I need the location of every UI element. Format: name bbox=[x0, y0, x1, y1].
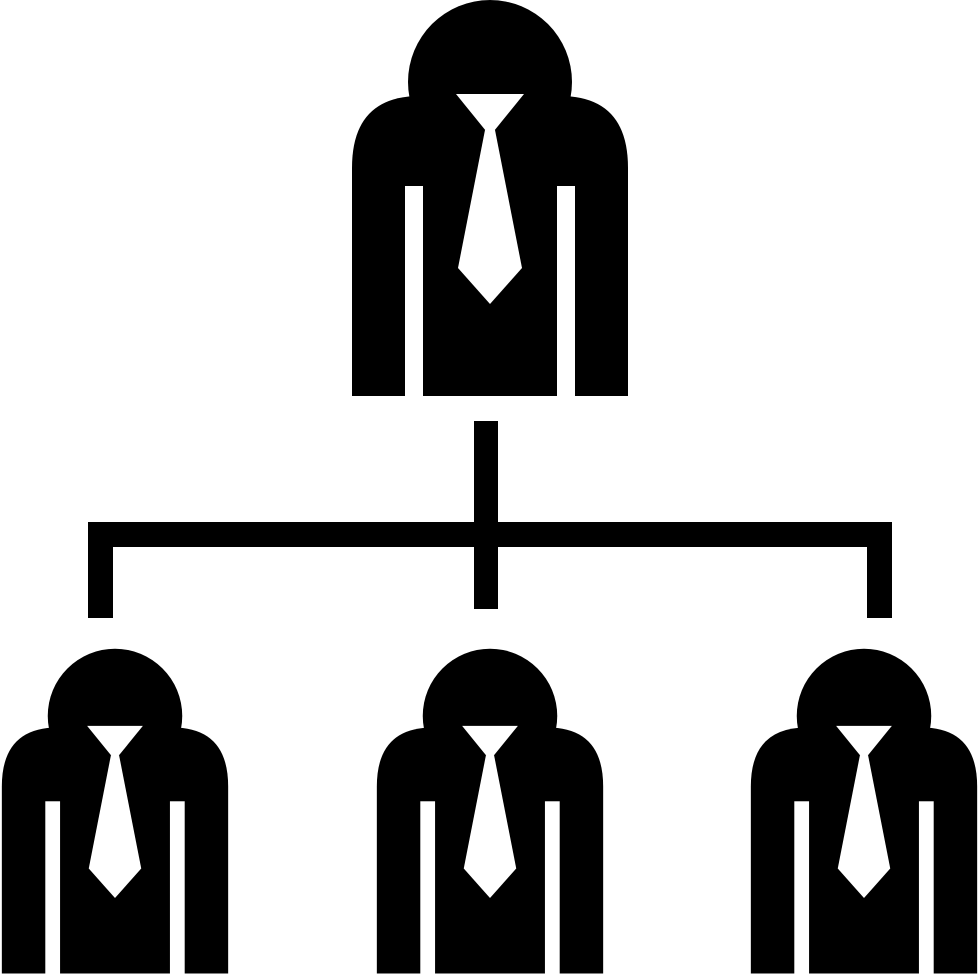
collar bbox=[87, 725, 143, 757]
manager-figure bbox=[352, 0, 628, 398]
horizontal-branch-line bbox=[88, 522, 892, 547]
hierarchy-connector-lines bbox=[88, 421, 892, 618]
right-drop-line bbox=[867, 522, 892, 618]
subordinate-figure-2 bbox=[376, 648, 604, 976]
arm-gap-right bbox=[544, 801, 560, 976]
tie bbox=[458, 130, 522, 304]
arm-gap-right bbox=[918, 801, 934, 976]
arm-gap-right bbox=[169, 801, 185, 976]
subordinate-figure-1 bbox=[1, 648, 229, 976]
arm-gap-left bbox=[420, 801, 436, 976]
subordinate-figure-3 bbox=[750, 648, 978, 976]
collar bbox=[456, 94, 524, 131]
tie bbox=[88, 755, 142, 899]
vertical-trunk-line bbox=[474, 421, 498, 609]
arm-gap-left bbox=[405, 186, 423, 398]
arm-gap-right bbox=[557, 186, 575, 398]
arm-gap-left bbox=[794, 801, 810, 976]
tie bbox=[837, 755, 891, 899]
collar bbox=[836, 725, 892, 757]
arm-gap-left bbox=[45, 801, 61, 976]
tie bbox=[463, 755, 517, 899]
left-drop-line bbox=[88, 522, 113, 618]
collar bbox=[462, 725, 518, 757]
